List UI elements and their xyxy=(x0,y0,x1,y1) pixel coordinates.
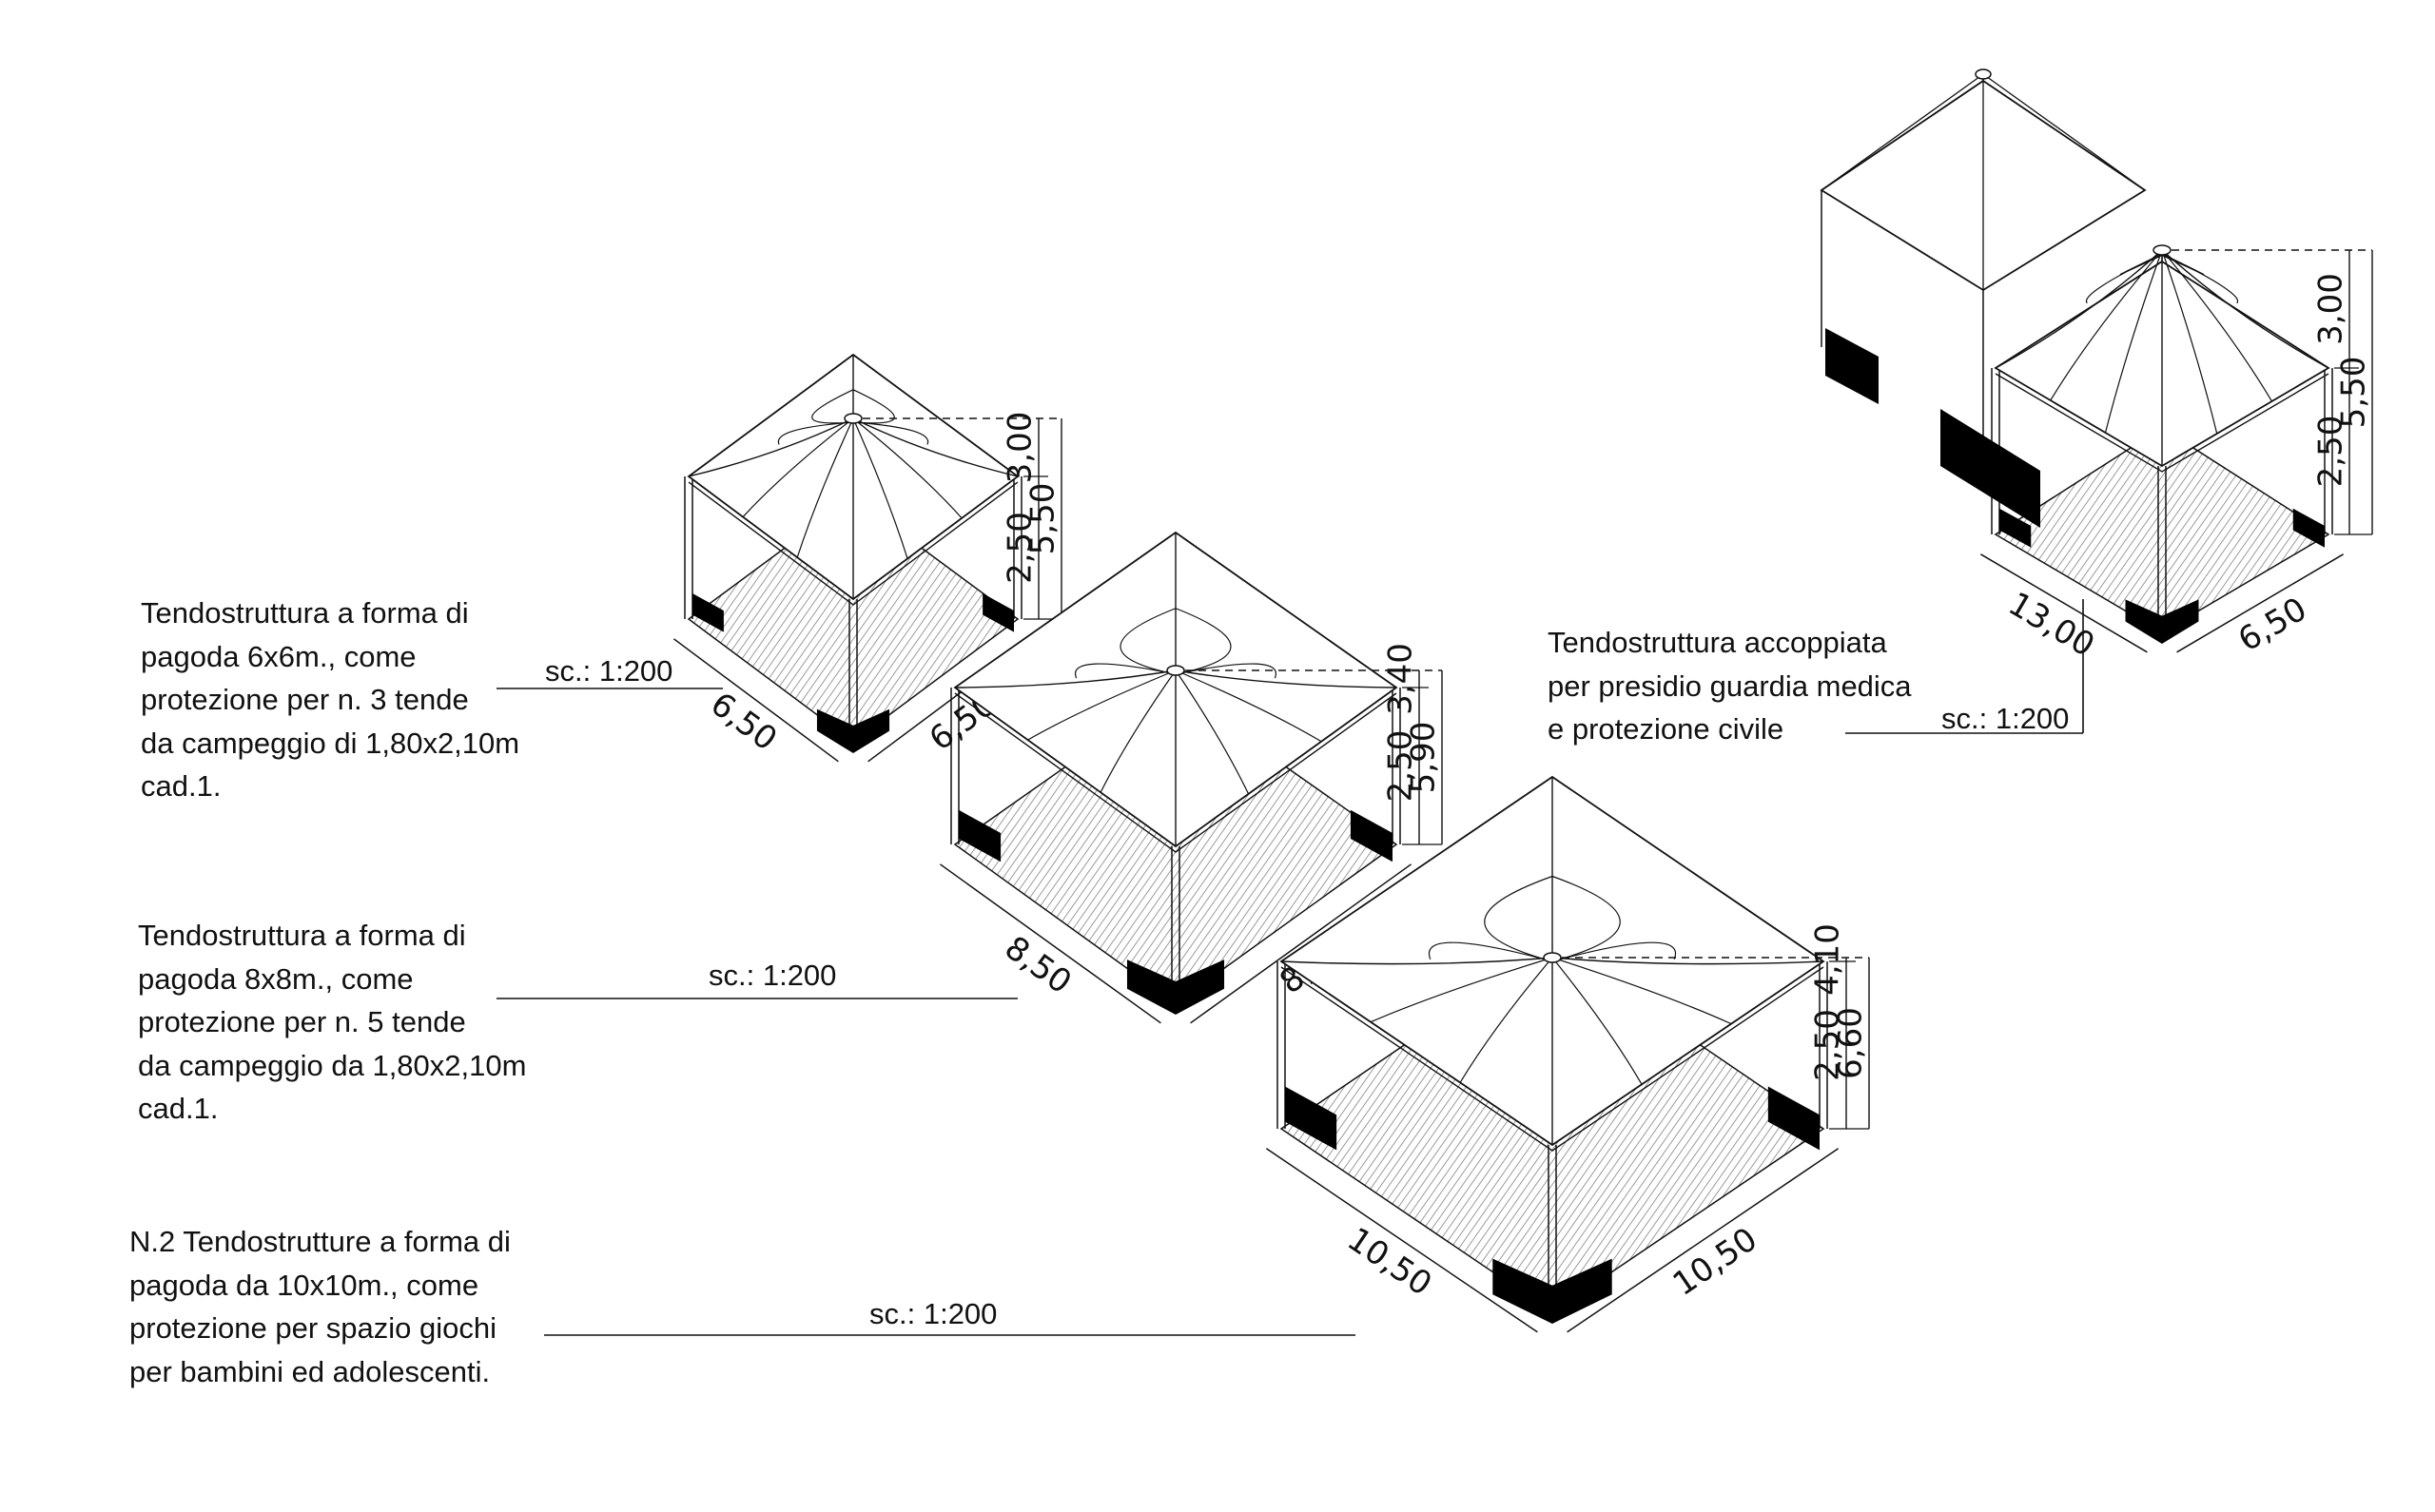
scale-label-10x10: sc.: 1:200 xyxy=(869,1297,998,1330)
camping-tent-block xyxy=(1285,1086,1337,1151)
roof-swag xyxy=(1551,941,1677,962)
dimension-line-right xyxy=(2176,553,2344,653)
roof-swag xyxy=(1428,941,1553,962)
dimension-line-right xyxy=(1190,863,1412,1024)
roof-seam xyxy=(1995,249,2163,369)
roof-panel-line xyxy=(2104,249,2163,434)
dimension-line-left xyxy=(939,863,1161,1024)
leader-lines xyxy=(497,599,2084,1336)
roof-seam xyxy=(1280,957,1553,965)
roof-swag xyxy=(852,421,929,445)
camping-tent-block xyxy=(1825,328,1879,404)
roof-panel-line xyxy=(2161,249,2273,402)
dimension-line-left xyxy=(672,638,839,763)
dimension-total-height: 5,90 xyxy=(1405,722,1443,794)
dimension-side-right: 6,50 xyxy=(2232,591,2314,660)
roof-seam xyxy=(1821,73,1984,191)
dimension-side-left: 8,50 xyxy=(998,929,1079,1002)
roof-swag xyxy=(1551,875,1621,962)
dimension-wall-height: 2,50 xyxy=(1382,730,1420,803)
roof-apex xyxy=(844,413,863,424)
canopy-valance xyxy=(1995,373,2329,473)
dimension-side-right: 10,50 xyxy=(1666,1220,1764,1304)
roof-swag xyxy=(1484,875,1553,962)
roof-apex xyxy=(2153,244,2172,256)
camping-tent-block xyxy=(1940,409,2040,528)
roof-seam xyxy=(1551,957,1824,965)
roof-swag xyxy=(2119,253,2163,275)
roof-swag xyxy=(1074,663,1177,679)
dimension-total-height: 5,50 xyxy=(2335,357,2373,429)
roof-swag xyxy=(852,389,895,424)
roof-apex xyxy=(1975,68,1992,80)
dimension-wall-height: 2,50 xyxy=(1002,512,1040,584)
roof-panel-line xyxy=(1459,957,1553,1083)
dimension-side-left: 10,50 xyxy=(1340,1220,1438,1304)
roof-apex xyxy=(1166,665,1185,676)
description-coupled: Tendostruttura accoppiata per presidio g… xyxy=(1548,626,1912,746)
roof-panel-line xyxy=(2050,249,2163,401)
dimension-side-left: 6,50 xyxy=(703,685,784,758)
dimension-total-height: 6,60 xyxy=(1832,1007,1870,1079)
scale-label-coupled: sc.: 1:200 xyxy=(1941,702,2070,735)
roof-seam xyxy=(954,669,1177,688)
description-pagoda-8x8: Tendostruttura a forma di pagoda 8x8m., … xyxy=(138,919,527,1125)
roof-panel-line xyxy=(1551,957,1643,1085)
dimension-roof-height: 3,00 xyxy=(2312,273,2350,345)
roof-seam xyxy=(2161,249,2329,369)
description-pagoda-10x10: N.2 Tendostrutture a forma di pagoda da … xyxy=(129,1225,511,1388)
dimension-side-left: 13,00 xyxy=(2002,585,2101,665)
canopy-valance xyxy=(1280,966,1824,1152)
roof-panel-line xyxy=(742,417,854,517)
camping-tent-block xyxy=(1350,809,1393,863)
roof-panel-line xyxy=(1175,669,1322,743)
roof-swag xyxy=(2161,253,2239,304)
dimension-line-left xyxy=(1265,1148,1538,1333)
description-pagoda-6x6: Tendostruttura a forma di pagoda 6x6m., … xyxy=(141,596,520,803)
camping-tent-block xyxy=(2292,508,2325,548)
roof-swag xyxy=(811,389,854,424)
roof-seam xyxy=(852,417,1019,477)
roof-swag xyxy=(1175,608,1232,675)
roof-panel-line xyxy=(852,417,908,559)
camping-tent-block xyxy=(1999,508,2032,548)
roof-panel-line xyxy=(1551,957,1732,1025)
roof-panel-line xyxy=(1370,957,1553,1023)
roof-panel-line xyxy=(1027,669,1177,741)
canopy-valance xyxy=(954,692,1397,853)
camping-tent-block-front xyxy=(1126,960,1225,1015)
camping-tent-block xyxy=(692,593,724,632)
camping-tent-block xyxy=(983,593,1014,632)
dimension-line-left xyxy=(1980,553,2148,653)
roof-panel-line xyxy=(796,417,854,558)
roof-panel-line xyxy=(1175,669,1250,795)
scale-label-8x8: sc.: 1:200 xyxy=(709,959,837,992)
roof-panel-line xyxy=(1100,669,1177,793)
camping-tent-block-front xyxy=(2125,599,2199,644)
roof-seam xyxy=(1175,669,1397,688)
canopy-valance xyxy=(688,481,1019,606)
roof-seam xyxy=(688,417,854,477)
roof-panel-line xyxy=(852,417,963,519)
scale-label-6x6: sc.: 1:200 xyxy=(545,654,673,688)
pagoda-tent-10x10: 10,50 10,50 4,10 2,506,60 xyxy=(1265,775,1870,1333)
dimension-total-height: 5,50 xyxy=(1024,483,1062,555)
dimension-line-right xyxy=(1567,1148,1840,1333)
dimension-roof-height: 3,00 xyxy=(1002,412,1040,484)
camping-tent-block-front xyxy=(1492,1258,1612,1324)
coupled-tent-structure: 13,00 6,50 3,00 2,505,50 xyxy=(1820,68,2373,665)
dimension-roof-height: 4,10 xyxy=(1809,923,1847,996)
camping-tent-block xyxy=(959,809,1002,863)
dimension-wall-height: 2,50 xyxy=(2312,416,2350,488)
roof-swag xyxy=(1120,608,1177,675)
roof-panel-line xyxy=(2161,249,2218,435)
camping-tent-block-front xyxy=(816,708,890,753)
roof-seam xyxy=(1982,73,2146,191)
roof-apex xyxy=(1543,952,1562,963)
dimension-roof-height: 3,40 xyxy=(1382,643,1420,715)
dimension-wall-height: 2,50 xyxy=(1809,1009,1847,1081)
camping-tent-block xyxy=(1767,1086,1820,1151)
